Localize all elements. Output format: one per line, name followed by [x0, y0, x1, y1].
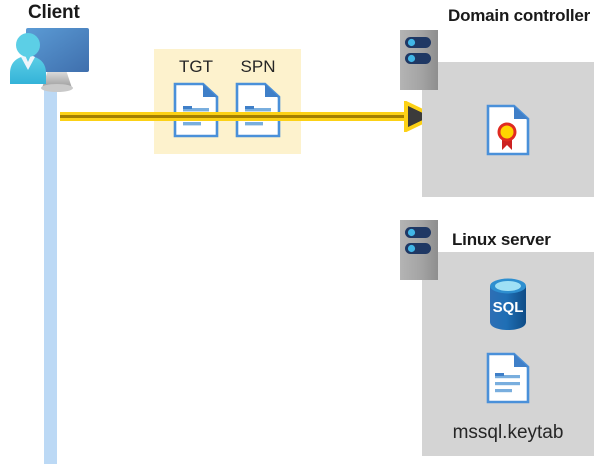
arrow-head-icon	[404, 99, 439, 134]
domain-controller-server-rack-icon	[400, 30, 438, 90]
message-arrow-line	[60, 112, 417, 121]
sql-database-icon: SQL	[484, 276, 532, 332]
arrow-band-top	[60, 112, 417, 115]
svg-text:SQL: SQL	[493, 299, 524, 316]
client-title: Client	[28, 2, 80, 23]
user-computer-icon	[8, 26, 100, 98]
linux-server-title: Linux server	[452, 230, 551, 249]
spn-document-icon	[235, 82, 281, 143]
arrow-band-bottom	[60, 118, 417, 121]
message-box: TGT SPN	[154, 49, 301, 154]
keytab-document-icon	[486, 352, 530, 404]
domain-controller-title: Domain controller	[448, 6, 591, 25]
arrow-band-mid	[60, 115, 417, 118]
tgt-label: TGT	[179, 57, 213, 76]
linux-server-rack-icon	[400, 220, 438, 280]
spn-label: SPN	[240, 57, 276, 76]
keytab-filename-label: mssql.keytab	[452, 422, 564, 443]
client-lifeline	[44, 86, 57, 464]
certificate-document-icon	[486, 104, 530, 156]
